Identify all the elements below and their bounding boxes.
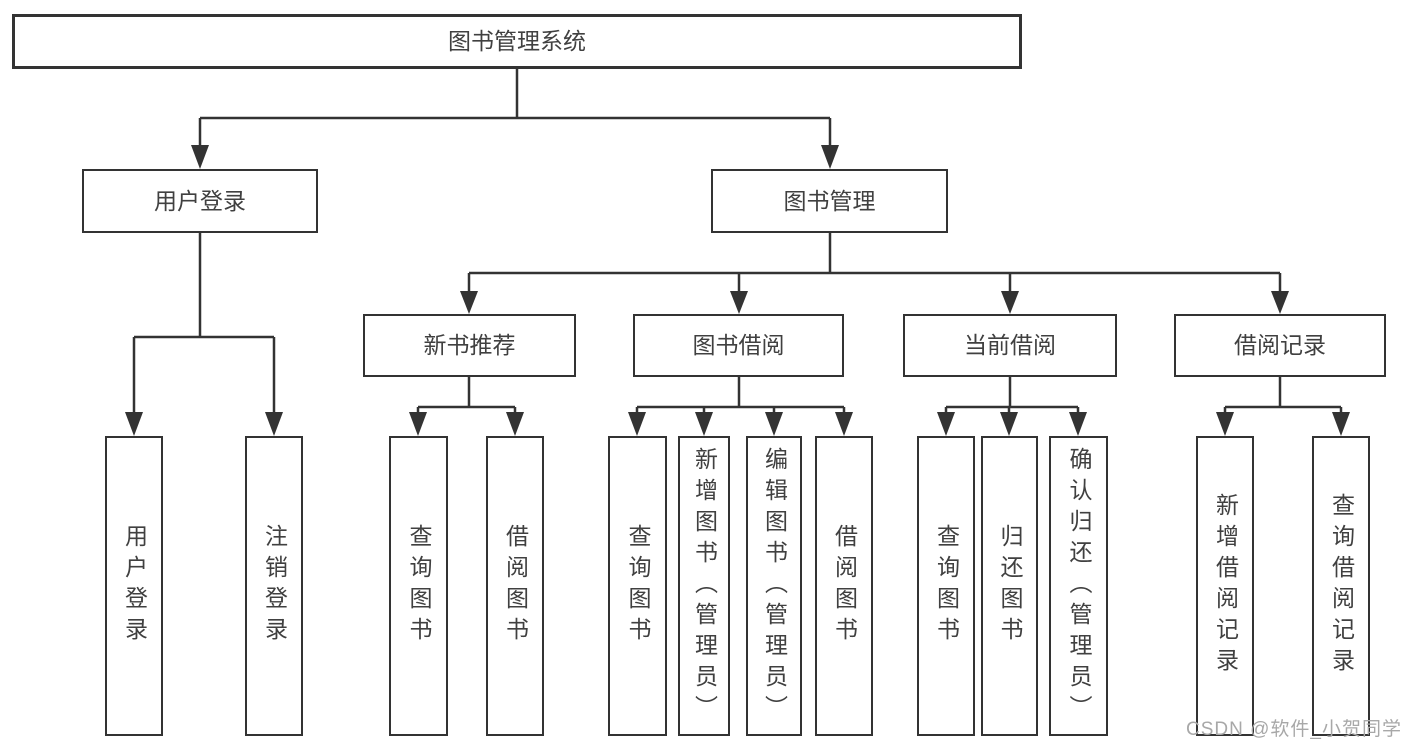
node-label: 归还图书	[997, 524, 1023, 648]
node-library-management-system: 图书管理系统	[12, 14, 1022, 69]
leaf-add-book-admin: 新增图书（管理员）	[678, 436, 730, 736]
node-label: 用户登录	[121, 524, 148, 648]
node-label: 查询图书	[933, 524, 960, 648]
node-label: 编辑图书（管理员）	[761, 446, 788, 726]
node-label: 当前借阅	[964, 332, 1056, 358]
leaf-add-borrow-record: 新增借阅记录	[1196, 436, 1254, 736]
leaf-confirm-return-admin: 确认归还（管理员）	[1049, 436, 1108, 736]
node-label: 新书推荐	[423, 332, 516, 358]
node-label: 图书管理系统	[448, 28, 586, 54]
node-user-login: 用户登录	[82, 169, 318, 233]
node-label: 注销登录	[261, 524, 288, 648]
leaf-query-borrow-record: 查询借阅记录	[1312, 436, 1370, 736]
node-label: 图书借阅	[692, 332, 785, 358]
node-new-book-recommendation: 新书推荐	[363, 314, 576, 377]
node-label: 新增借阅记录	[1212, 493, 1239, 679]
node-label: 借阅记录	[1234, 332, 1326, 358]
node-label: 查询借阅记录	[1328, 493, 1355, 679]
leaf-query-books-recommend: 查询图书	[389, 436, 448, 736]
node-book-borrowing: 图书借阅	[633, 314, 844, 377]
node-label: 查询图书	[625, 524, 651, 648]
node-label: 用户登录	[154, 187, 246, 214]
node-current-borrowing: 当前借阅	[903, 314, 1117, 377]
node-label: 借阅图书	[831, 524, 858, 648]
leaf-user-login: 用户登录	[105, 436, 163, 736]
node-label: 借阅图书	[502, 524, 529, 648]
node-book-management: 图书管理	[711, 169, 948, 233]
node-label: 图书管理	[783, 187, 876, 214]
leaf-query-books-borrowing: 查询图书	[608, 436, 667, 736]
node-label: 查询图书	[406, 524, 432, 648]
node-label: 确认归还（管理员）	[1066, 446, 1092, 726]
leaf-borrow-books-borrowing: 借阅图书	[815, 436, 873, 736]
watermark-text: CSDN @软件_小贺同学	[1186, 719, 1402, 740]
leaf-edit-book-admin: 编辑图书（管理员）	[746, 436, 802, 736]
leaf-logout: 注销登录	[245, 436, 303, 736]
leaf-borrow-books-recommend: 借阅图书	[486, 436, 544, 736]
node-borrowing-records: 借阅记录	[1174, 314, 1386, 377]
node-label: 新增图书（管理员）	[691, 446, 718, 726]
leaf-return-books: 归还图书	[981, 436, 1038, 736]
leaf-query-books-current: 查询图书	[917, 436, 975, 736]
